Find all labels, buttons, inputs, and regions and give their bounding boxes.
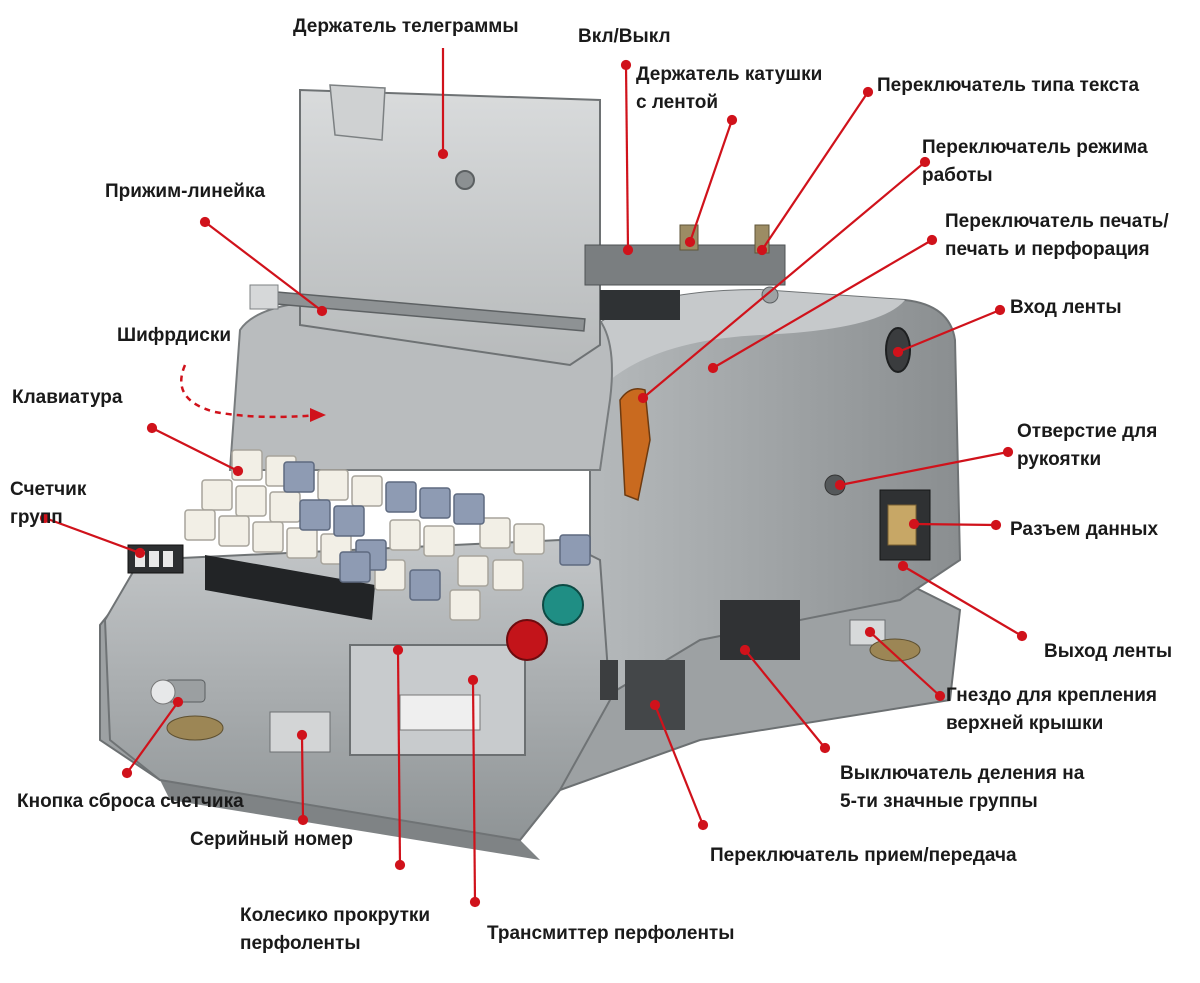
label-telegram-holder: Держатель телеграммы [293,16,519,37]
label-print-switch: Переключатель печать/ печать и перфораци… [945,211,1169,260]
label-counter-reset: Кнопка сброса счетчика [17,791,244,812]
label-pressure-ruler: Прижим-линейка [105,181,266,202]
label-text-type-switch: Переключатель типа текста [877,75,1140,96]
label-mode-switch: Переключатель режима работы [922,137,1148,186]
cipher-discs-arrow [180,364,319,419]
label-power-switch: Вкл/Выкл [578,26,671,47]
label-scroll-wheel: Колесико прокрутки перфоленты [240,905,431,954]
leader-lines [39,48,1028,908]
keyboard-keys [184,449,591,621]
label-serial-number: Серийный номер [190,829,353,850]
telegram-holder-panel [299,88,601,367]
label-rx-tx-switch: Переключатель прием/передача [710,845,1017,866]
label-tape-output: Выход ленты [1044,641,1173,662]
label-cipher-discs: Шифрдиски [117,325,232,346]
label-keyboard: Клавиатура [12,387,123,408]
base-skirt [160,780,540,860]
label-reel-holder: Держатель катушки с лентой [636,64,823,113]
label-tape-input: Вход ленты [1010,297,1122,318]
label-tape-transmitter: Трансмиттер перфоленты [487,923,735,944]
label-lid-socket: Гнездо для крепления верхней крышки [946,685,1158,734]
label-group-counter: Счетчик групп [10,479,87,528]
label-handle-hole: Отверстие для рукоятки [1017,421,1158,470]
label-group-divider: Выключатель деления на 5-ти значные груп… [840,763,1085,812]
label-data-connector: Разъем данных [1010,519,1159,540]
